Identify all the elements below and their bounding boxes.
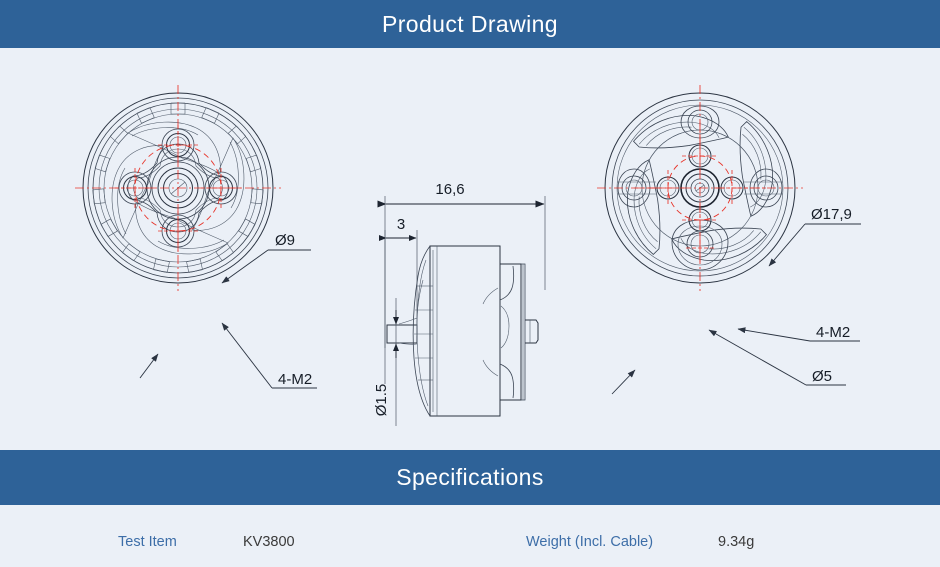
annotation-four-m2-right: 4-M2 (737, 324, 860, 342)
annotation-four-m2-left: 4-M2 (221, 322, 317, 389)
product-drawing-title: Product Drawing (381, 10, 559, 37)
specifications-title: Specifications (396, 464, 544, 490)
spec-value-weight: 9.34g (718, 534, 755, 550)
annotation-dia-5: Ø5 (708, 329, 846, 386)
annotation-four-m2-left-label: 4-M2 (278, 371, 312, 388)
spec-label-test-item: Test Item (118, 534, 177, 550)
annotation-dia-9-label: Ø9 (275, 232, 295, 249)
dimension-shaft-length: 3 (379, 216, 418, 348)
annotation-dia-17-9: Ø17,9 (768, 206, 861, 267)
technical-drawing-canvas: Ø9 4-M2 16,6 (0, 48, 940, 450)
drawing-view-bottom (597, 85, 803, 291)
spec-value-test-item: KV3800 (243, 534, 295, 550)
spec-label-weight: Weight (Incl. Cable) (526, 534, 654, 550)
dimension-shaft-diameter-label: Ø1.5 (373, 384, 390, 417)
specifications-section-header: Specifications (0, 450, 940, 505)
drawing-view-top (75, 85, 281, 291)
product-drawing-section-header: Product Drawing (0, 0, 940, 48)
specifications-row: Test Item KV3800 Weight (Incl. Cable) 9.… (0, 529, 940, 555)
drawing-view-side: 16,6 3 Ø1.5 (373, 181, 546, 426)
dimension-shaft-length-label: 3 (397, 216, 405, 233)
annotation-dia-17-9-label: Ø17,9 (811, 206, 852, 223)
specifications-table: Test Item KV3800 Weight (Incl. Cable) 9.… (0, 505, 940, 567)
annotation-dia-9: Ø9 (221, 232, 311, 284)
dimension-shaft-diameter: Ø1.5 (373, 298, 399, 426)
annotation-four-m2-right-label: 4-M2 (816, 324, 850, 341)
dimension-overall-length-label: 16,6 (435, 181, 464, 198)
annotation-dia-5-label: Ø5 (812, 368, 832, 385)
